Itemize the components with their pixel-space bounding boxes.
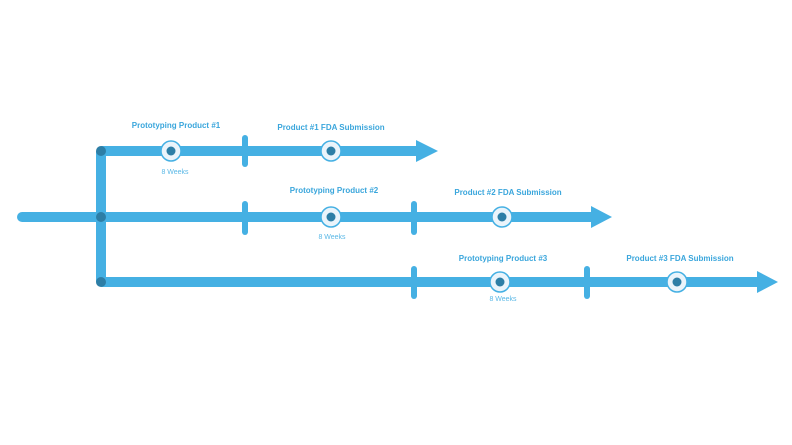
track-1-milestone-1-sub: 8 Weeks <box>161 169 189 176</box>
track-2: Prototyping Product #2 8 Weeks Product #… <box>101 186 612 241</box>
track-3-milestone-2-title: Product #3 FDA Submission <box>626 254 733 263</box>
track-1-milestone-1-title: Prototyping Product #1 <box>132 121 221 130</box>
joint-dot-bottom <box>96 277 106 287</box>
track-1-milestone-2-title: Product #1 FDA Submission <box>277 123 384 132</box>
joint-dot-top <box>96 146 106 156</box>
track-1: Prototyping Product #1 8 Weeks Product #… <box>101 121 438 176</box>
track-2-milestone-1-title: Prototyping Product #2 <box>290 186 379 195</box>
track-2-milestone-1-sub: 8 Weeks <box>318 234 346 241</box>
track-1-milestone-2 <box>320 140 342 162</box>
track-2-milestone-2 <box>491 206 513 228</box>
track-1-milestone-1 <box>160 140 182 162</box>
track-3-milestone-1-sub: 8 Weeks <box>489 296 517 303</box>
track-2-arrowhead <box>591 206 612 228</box>
track-2-milestone-2-title: Product #2 FDA Submission <box>454 188 561 197</box>
track-2-milestone-1 <box>320 206 342 228</box>
track-3-milestone-2 <box>666 271 688 293</box>
track-1-arrowhead <box>416 140 438 162</box>
track-3-milestone-1-title: Prototyping Product #3 <box>459 254 548 263</box>
joint-dot-middle <box>96 212 106 222</box>
track-3: Prototyping Product #3 8 Weeks Product #… <box>101 254 778 303</box>
track-3-milestone-1 <box>489 271 511 293</box>
track-3-arrowhead <box>757 271 778 293</box>
